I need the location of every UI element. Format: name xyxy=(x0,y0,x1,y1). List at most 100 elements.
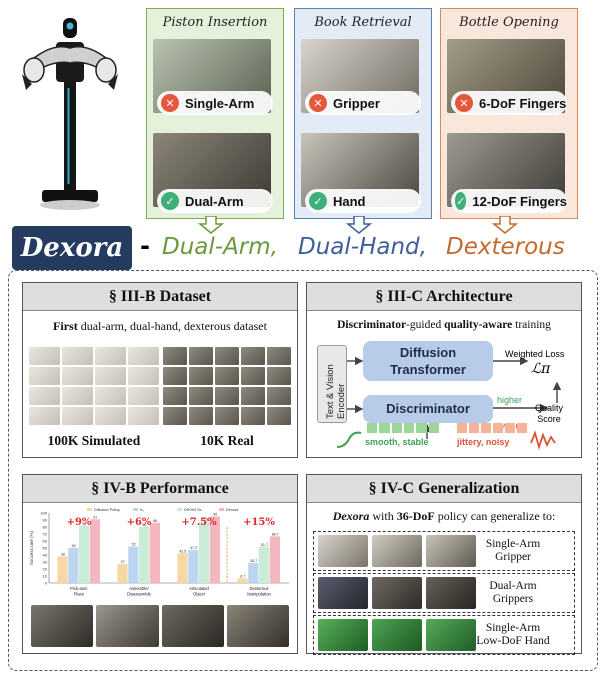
x-tick-label: Pick-and- xyxy=(70,586,88,591)
task-photo xyxy=(226,605,289,647)
bar xyxy=(269,536,280,583)
y-tick-label: 90 xyxy=(43,518,48,523)
y-tick-label: 40 xyxy=(43,553,48,558)
sections-frame xyxy=(8,270,598,671)
bar xyxy=(188,549,199,583)
data-label: 51.7 xyxy=(261,543,268,547)
bar xyxy=(57,556,68,583)
section-title: § III-B Dataset xyxy=(23,283,297,311)
x-tick-label: Object xyxy=(193,592,206,597)
data-label: 87.5 xyxy=(201,518,208,522)
bar xyxy=(177,553,188,583)
task-photo xyxy=(96,605,159,647)
y-tick-label: 80 xyxy=(43,525,48,530)
y-tick-label: 100 xyxy=(40,511,47,516)
check-icon: ✓ xyxy=(161,192,179,210)
down-arrow-icon xyxy=(198,216,224,234)
bar xyxy=(139,527,150,583)
jittery-curve-icon xyxy=(530,430,556,451)
tagline-dual-arm: Dual-Arm, xyxy=(162,234,278,260)
data-label: 86 xyxy=(153,519,157,523)
higher-label: higher xyxy=(497,395,523,405)
simulated-data-grid xyxy=(29,347,159,425)
dexora-logo: Dexora xyxy=(12,226,132,270)
weighted-loss-label: Weighted Loss xyxy=(505,349,565,359)
data-label: 38 xyxy=(61,552,65,556)
task-photo xyxy=(318,577,368,609)
gain-label: +9% xyxy=(67,517,92,528)
simulated-label: 100K Simulated xyxy=(47,433,141,448)
success-badge: ✓Dual-Arm xyxy=(157,189,273,213)
data-label: 52 xyxy=(132,543,136,547)
task-photo xyxy=(426,619,476,651)
x-tick-label: Disassemble xyxy=(127,592,152,597)
bar xyxy=(237,578,248,583)
y-tick-label: 70 xyxy=(43,532,48,537)
data-label: 27 xyxy=(121,560,125,564)
panel-book-retrieval: Book Retrieval ✕Gripper ✓Hand xyxy=(294,8,432,219)
bar xyxy=(259,546,270,583)
x-tick-label: Articulated xyxy=(189,586,209,591)
encoder-label: Text & Vision Encoder xyxy=(325,364,347,419)
panel-title: Book Retrieval xyxy=(314,15,412,30)
bar xyxy=(128,546,139,583)
x-tick-label: Assemble/ xyxy=(129,586,149,591)
data-label: 82 xyxy=(82,522,86,526)
task-photo xyxy=(31,605,94,647)
y-tick-label: 50 xyxy=(43,546,48,551)
section-description: Dexora with 36-DoF policy can generalize… xyxy=(332,509,556,523)
data-label: 47.2 xyxy=(190,546,197,550)
smooth-tokens xyxy=(367,423,439,433)
quality-score-label: Quality Score xyxy=(534,403,563,424)
section-dataset: § III-B Dataset First dual-arm, dual-han… xyxy=(22,282,298,458)
tagline-dual-hand: Dual-Hand, xyxy=(298,234,427,260)
fail-badge: ✕Gripper xyxy=(305,91,421,115)
humanoid-robot-illustration xyxy=(22,18,118,210)
data-label: 42.5 xyxy=(179,549,186,553)
discriminator-box: Discriminator xyxy=(363,395,493,423)
check-icon: ✓ xyxy=(309,192,327,210)
task-photo xyxy=(426,535,476,567)
check-icon: ✓ xyxy=(455,192,467,210)
y-tick-label: 20 xyxy=(43,567,48,572)
data-label: 6.7 xyxy=(240,574,245,578)
panel-bottle-opening: Bottle Opening ✕6-DoF Fingers ✓12-DoF Fi… xyxy=(440,8,578,219)
gain-label: +7.5% xyxy=(181,517,217,528)
bar xyxy=(117,564,128,583)
bar xyxy=(79,525,90,583)
success-badge: ✓Hand xyxy=(305,189,421,213)
section-title: § IV-C Generalization xyxy=(307,475,581,503)
legend-label: DROID RL xyxy=(184,508,202,512)
task-photo xyxy=(318,619,368,651)
task-photo xyxy=(318,535,368,567)
data-label: 80 xyxy=(142,523,146,527)
data-label: 91 xyxy=(93,515,97,519)
section-generalization: § IV-C Generalization Dexora with 36-DoF… xyxy=(306,474,582,655)
down-arrow-icon xyxy=(492,216,518,234)
fail-badge: ✕Single-Arm xyxy=(157,91,273,115)
x-icon: ✕ xyxy=(455,94,473,112)
x-tick-label: Manipulation xyxy=(247,592,271,597)
y-tick-label: 10 xyxy=(43,574,48,579)
x-icon: ✕ xyxy=(161,94,179,112)
y-tick-label: 30 xyxy=(43,560,48,565)
fail-badge: ✕6-DoF Fingers xyxy=(451,91,567,115)
bar xyxy=(149,522,160,583)
bar xyxy=(89,519,100,583)
x-tick-label: Place xyxy=(74,592,85,597)
section-title: § III-C Architecture xyxy=(307,283,581,311)
section-title: § IV-B Performance xyxy=(23,475,297,503)
section-architecture: § III-C Architecture Discriminator-guide… xyxy=(306,282,582,458)
task-photo xyxy=(372,577,422,609)
gain-label: +6% xyxy=(127,517,152,528)
legend-swatch xyxy=(219,508,224,511)
performance-photos xyxy=(31,605,289,647)
panel-title: Bottle Opening xyxy=(459,15,559,30)
